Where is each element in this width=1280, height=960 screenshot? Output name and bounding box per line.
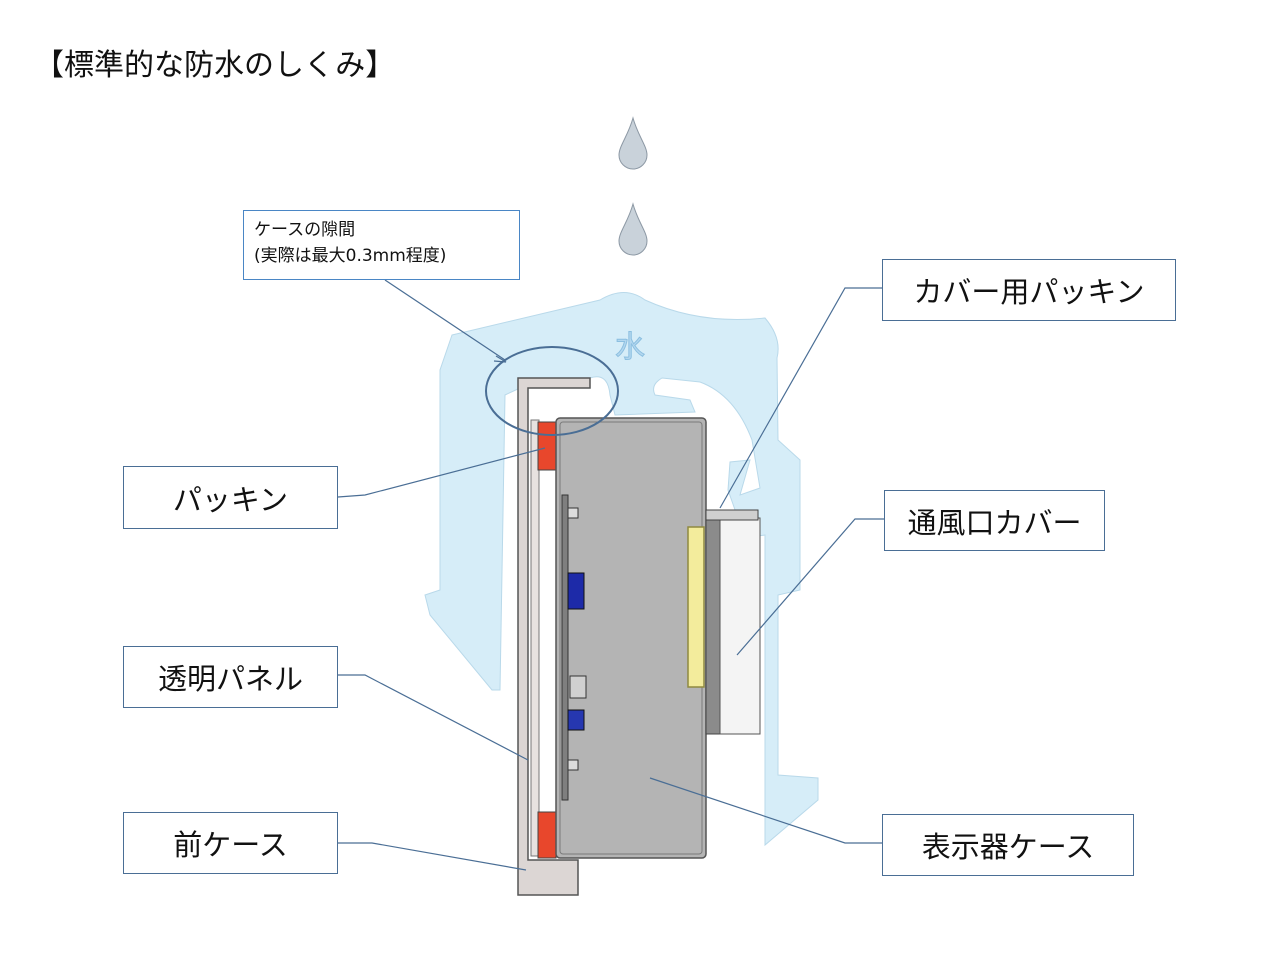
gap-note: ケースの隙間 (実際は最大0.3mm程度) (243, 210, 520, 280)
gap-note-line2: (実際は最大0.3mm程度) (254, 246, 447, 266)
label-transparent-panel: 透明パネル (123, 646, 338, 708)
page-title: 【標準的な防水のしくみ】 (34, 48, 396, 83)
vent-cover-outer (719, 517, 761, 735)
front-case (517, 377, 591, 896)
vent-cover-body (705, 511, 721, 735)
chip-blue (567, 572, 585, 610)
label-vent-cover: 通風口カバー (884, 490, 1105, 551)
circuit-board (561, 494, 569, 801)
components (567, 507, 587, 771)
packing-bottom (537, 811, 557, 859)
gap-circle (485, 346, 619, 436)
chip-blue (567, 709, 585, 731)
transparent-panel (530, 419, 540, 857)
label-display-case: 表示器ケース (882, 814, 1134, 876)
label-packing: パッキン (123, 466, 338, 529)
label-front-case: 前ケース (123, 812, 338, 874)
vent-cover-yellow (687, 526, 705, 688)
cover-packing (705, 509, 759, 521)
label-cover-packing: カバー用パッキン (882, 259, 1176, 321)
water-label: 水 (615, 330, 645, 365)
packing-top (537, 421, 557, 471)
leader-lines (337, 279, 884, 871)
gap-note-line1: ケースの隙間 (254, 220, 356, 240)
display-case (555, 417, 707, 859)
water-flow (424, 292, 819, 847)
water-drop-icon (618, 202, 648, 256)
water-drop-icon (618, 116, 648, 170)
